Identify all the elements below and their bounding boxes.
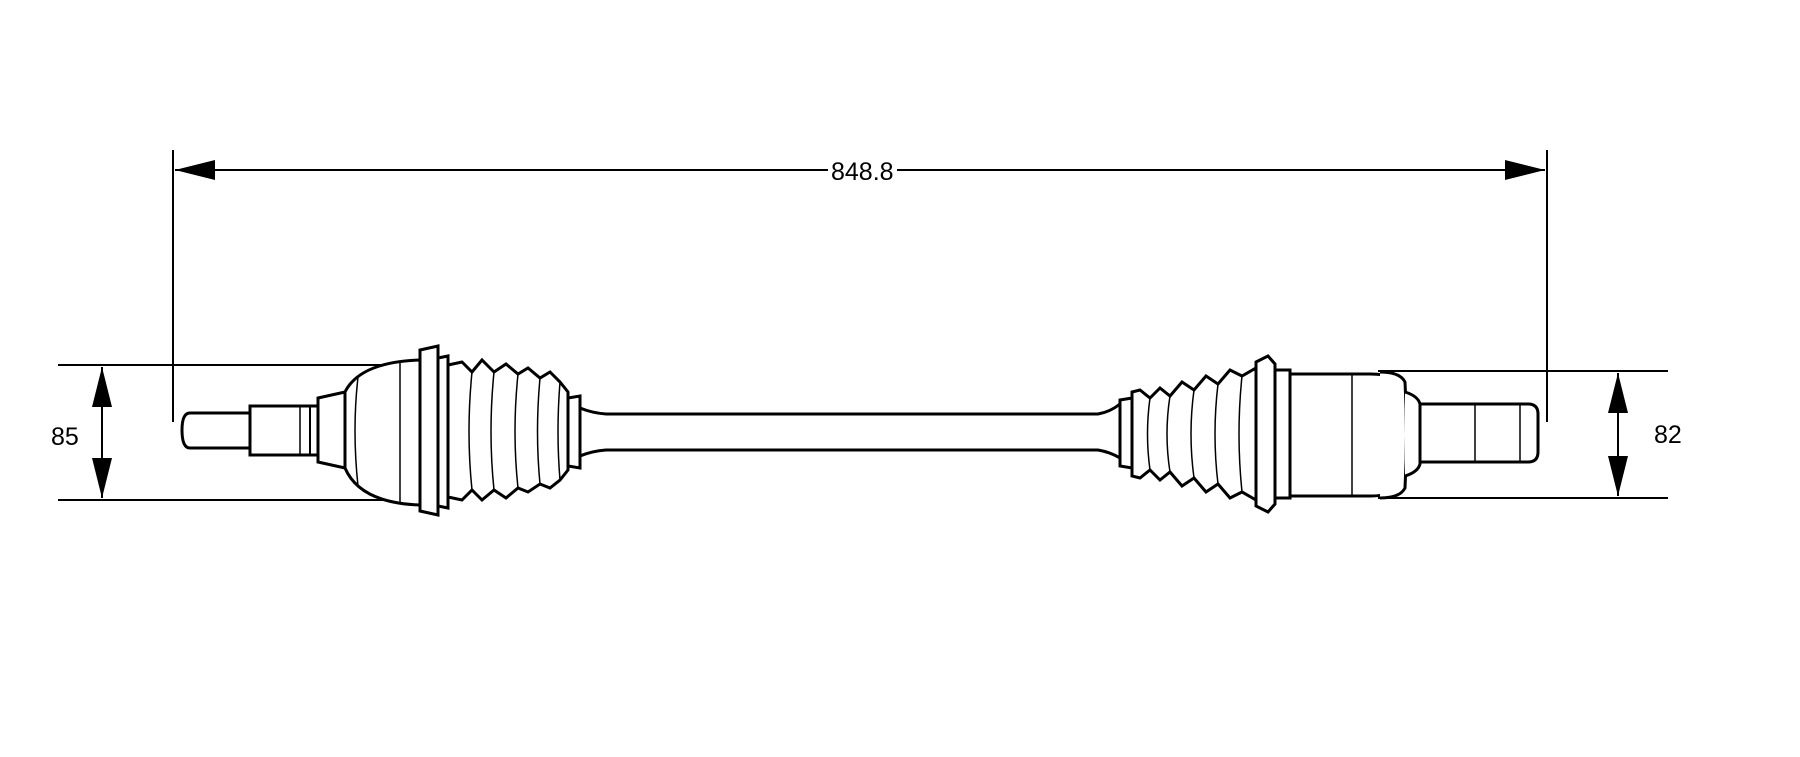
left-cv-joint <box>180 344 450 517</box>
right-boot <box>1118 365 1258 503</box>
main-shaft <box>578 400 1122 461</box>
left-boot <box>446 357 582 503</box>
left-diameter-label: 85 <box>48 423 82 451</box>
right-cv-joint <box>1254 354 1540 514</box>
right-diameter-label: 82 <box>1651 421 1685 449</box>
overall-length-label: 848.8 <box>828 158 897 186</box>
